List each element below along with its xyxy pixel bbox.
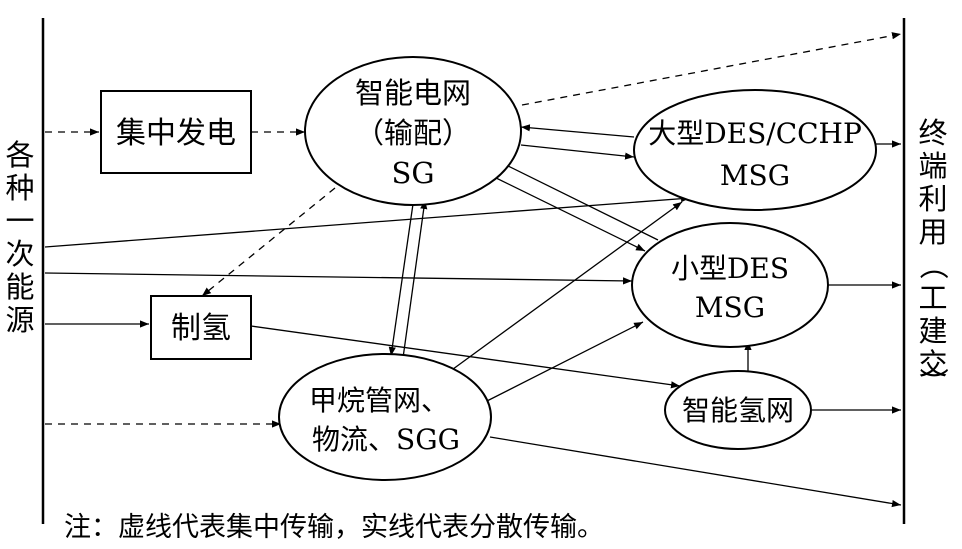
large-des-label-line1: 大型DES/CCHP: [648, 117, 862, 150]
arrow-primary-to-small-des: [44, 272, 633, 285]
arrow-smart-grid-to-small-des: [489, 174, 646, 252]
arrow-small-des-to-smart-grid: [499, 161, 659, 241]
end-use-char: 建: [918, 314, 947, 348]
hydrogen-network-label: 智能氢网: [682, 394, 794, 427]
arrow-large-des-to-smart-grid: [520, 124, 635, 138]
end-use-char: 利: [918, 182, 947, 216]
large-des-label-line2: MSG: [720, 159, 790, 192]
arrow-smart-grid-to-large-des: [520, 144, 635, 160]
small-des-node: 小型DES MSG: [631, 222, 829, 348]
end-use-char: 交: [918, 347, 947, 381]
large-des-node: 大型DES/CCHP MSG: [633, 89, 877, 211]
end-use-char: ）: [916, 367, 950, 396]
small-des-label-line1: 小型DES: [671, 252, 789, 285]
end-use-char: 用: [918, 215, 947, 249]
arrow-methane-network-to-end-use: [489, 436, 902, 508]
smart-grid-label-line1: 智能电网: [355, 76, 471, 110]
arrow-smart-grid-to-hydrogen-production: [201, 187, 336, 297]
end-use-label: 终 端 利 用 （ 工 建 交 ）: [916, 116, 950, 397]
smart-grid-node: 智能电网 （输配） SG: [304, 56, 522, 206]
end-use-char: 工: [918, 281, 947, 315]
end-use-char: 终: [918, 116, 947, 150]
hydrogen-production-node: 制氢: [150, 295, 252, 360]
arrow-smart-grid-to-methane-network: [388, 203, 414, 357]
smart-grid-label-line3: SG: [391, 156, 434, 190]
arrow-hydrogen-production-to-hydrogen-network: [250, 325, 681, 389]
central-generation-node: 集中发电: [100, 90, 252, 174]
methane-network-label-line2: 物流、SGG: [312, 423, 460, 456]
primary-energy-label: 各 种 一 次 能 源: [5, 138, 34, 337]
smart-grid-label-line2: （输配）: [355, 116, 471, 150]
primary-energy-char: 能: [5, 270, 34, 304]
primary-energy-char: 各: [5, 138, 34, 172]
hydrogen-network-node: 智能氢网: [664, 370, 812, 450]
arrow-primary-to-large-des: [44, 195, 691, 248]
arrow-methane-network-to-smart-grid: [402, 199, 428, 359]
methane-network-label-line1: 甲烷管网、: [309, 384, 449, 417]
connectors: [44, 32, 902, 508]
primary-energy-char: 次: [5, 237, 34, 271]
small-des-label-line2: MSG: [695, 291, 765, 324]
end-use-char: （: [916, 250, 950, 279]
arrow-methane-network-to-small-des: [482, 321, 644, 404]
primary-energy-char: 一: [5, 204, 34, 238]
methane-network-node: 甲烷管网、 物流、SGG: [278, 353, 492, 481]
primary-energy-char: 种: [5, 171, 34, 205]
central-generation-label: 集中发电: [116, 116, 236, 151]
hydrogen-production-label: 制氢: [171, 311, 231, 346]
arrow-methane-network-to-large-des: [448, 201, 683, 373]
legend-note: 注：虚线代表集中传输，实线代表分散传输。: [64, 512, 604, 543]
primary-energy-char: 源: [5, 303, 34, 337]
end-use-char: 端: [918, 149, 947, 183]
